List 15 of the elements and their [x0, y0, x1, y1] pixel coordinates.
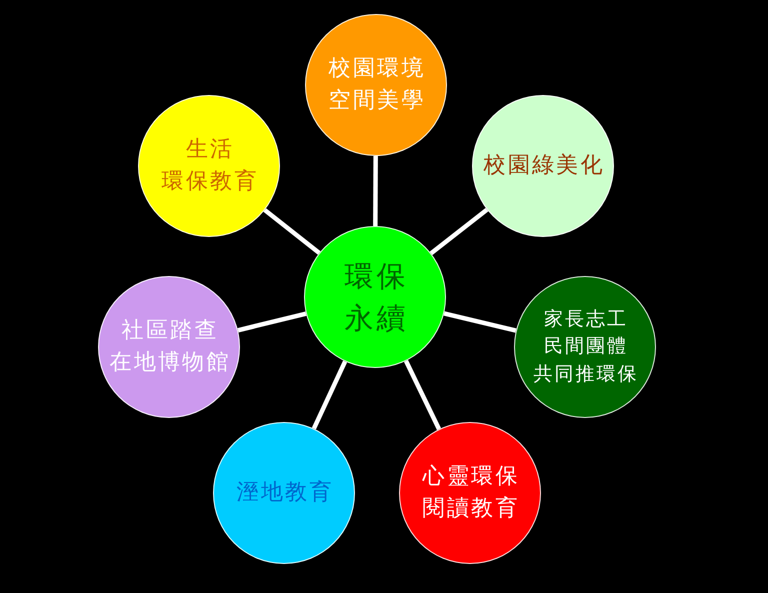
node-label: 校園環境空間美學 [328, 55, 426, 115]
node-label: 生活環保教育 [160, 136, 258, 196]
connector-line [444, 311, 516, 333]
node-label: 家長志工民間團體共同推環保 [532, 306, 638, 387]
connector-line [237, 312, 307, 332]
connector-line [404, 360, 442, 430]
node-label: 校園綠美化 [482, 152, 605, 180]
node-label: 環保永續 [344, 258, 408, 337]
node-label: 社區踏查在地博物館 [108, 317, 231, 377]
node-label: 心靈環保閱讀教育 [421, 463, 520, 523]
connector-line [263, 208, 321, 255]
connector-line [430, 208, 488, 256]
connector-line [373, 156, 378, 226]
node-label: 溼地教育 [236, 479, 334, 508]
connector-line [312, 360, 348, 430]
